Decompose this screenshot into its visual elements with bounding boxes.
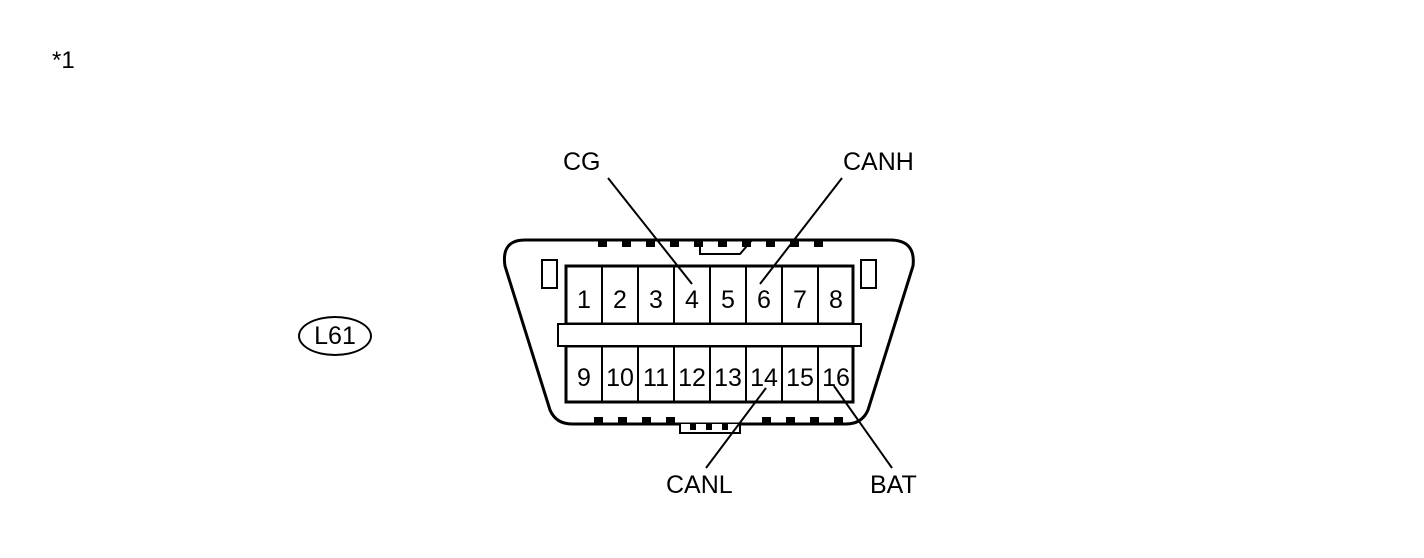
pin-15: 15	[786, 364, 814, 392]
pin-11: 11	[643, 364, 669, 392]
pin-2: 2	[613, 286, 627, 314]
pin-6: 6	[757, 286, 771, 314]
label-canl: CANL	[666, 471, 733, 499]
leader-bat	[833, 385, 893, 469]
pin-10: 10	[606, 364, 634, 392]
center-divider	[557, 323, 862, 347]
bottom-key-teeth	[690, 424, 728, 430]
label-canh: CANH	[843, 148, 914, 176]
pin-14: 14	[750, 364, 778, 392]
pin-3: 3	[649, 286, 663, 314]
pin-4: 4	[685, 286, 699, 314]
label-bat: BAT	[870, 471, 917, 499]
pin-7: 7	[793, 286, 807, 314]
bottom-cell-dividers	[601, 346, 819, 402]
bottom-teeth	[594, 417, 843, 424]
leader-cg	[607, 177, 693, 285]
note-marker: *1	[52, 47, 75, 74]
left-latch	[541, 259, 558, 289]
connector-code-oval: L61	[298, 316, 372, 356]
top-teeth	[598, 240, 823, 247]
pin-12: 12	[678, 364, 706, 392]
pin-9: 9	[577, 364, 591, 392]
pin-5: 5	[721, 286, 735, 314]
top-cell-dividers	[601, 266, 819, 324]
leader-canl	[705, 387, 767, 469]
top-key	[699, 239, 753, 255]
pin-8: 8	[829, 286, 843, 314]
pin-1: 1	[577, 286, 591, 314]
label-cg: CG	[563, 148, 601, 176]
leader-canh	[759, 177, 843, 285]
right-latch	[860, 259, 877, 289]
pin-13: 13	[714, 364, 742, 392]
